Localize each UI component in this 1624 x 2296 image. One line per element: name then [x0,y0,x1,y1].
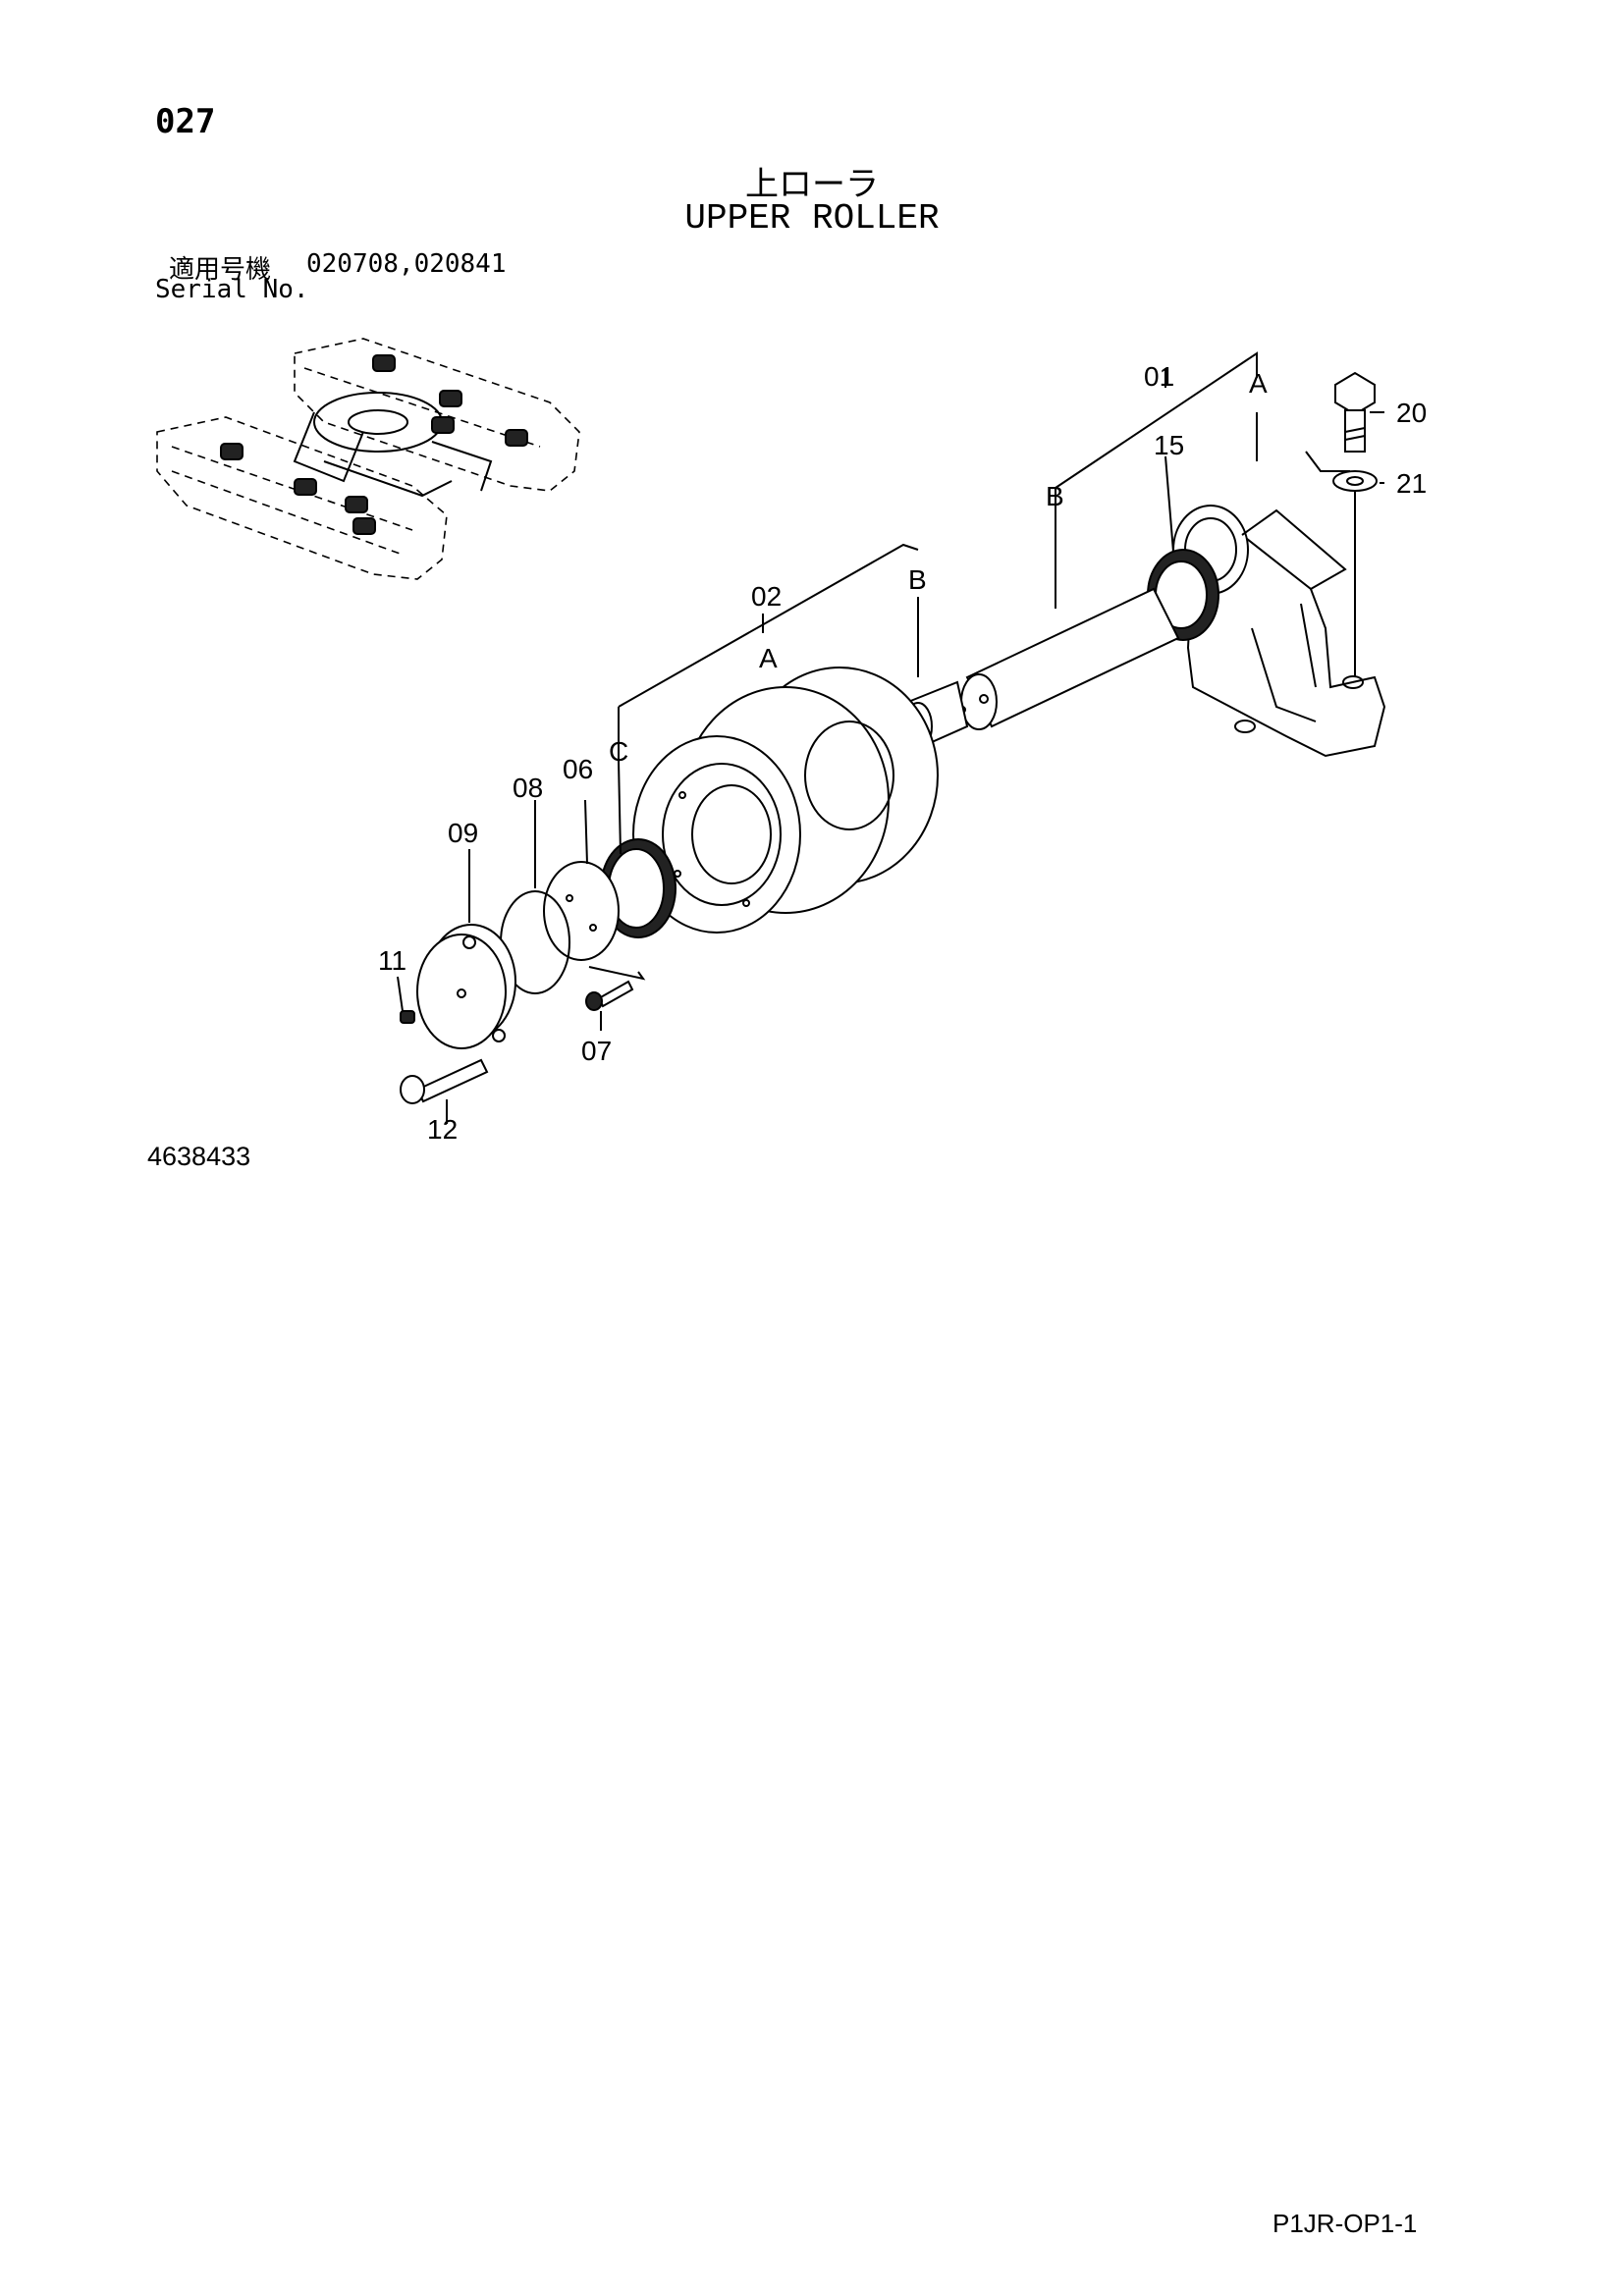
callout-11: 11 [378,945,406,976]
screw-part-07 [585,980,634,1011]
plate-part-06 [543,861,620,961]
callout-b-shaft: B [1046,481,1064,511]
retainer-part-c [600,838,677,938]
callout-12: 12 [427,1114,458,1145]
roller-highlight-icons [220,354,528,535]
callout-07: 07 [581,1036,612,1066]
plug-part-11 [400,1010,415,1024]
callout-06: 06 [563,754,593,784]
callout-02: 02 [751,581,782,612]
track-frame-thumbnail [156,338,580,580]
callout-01: 01 [1144,361,1174,392]
bolt-part-20 [1334,371,1376,453]
title-japanese: 上ローラ [745,165,879,204]
callout-15: 15 [1154,430,1184,460]
callout-a-roller: A [759,643,778,673]
track-frame-outline [156,338,580,580]
leader-lines [397,351,1384,1124]
callout-20: 20 [1396,398,1427,428]
callout-b-roller: B [908,564,927,595]
title-english: UPPER ROLLER [684,198,940,239]
document-number: 4638433 [147,1142,251,1171]
callout-08: 08 [513,773,543,803]
serial-label-english: Serial No. [155,275,309,304]
washer-part-21 [1332,470,1378,492]
roller-part-02 [632,667,939,934]
callout-a-housing: A [1249,368,1268,399]
shaft-part [903,587,1180,751]
cover-part-09 [416,924,516,1049]
serial-values: 020708,020841 [306,249,507,279]
serial-label-japanese: 適用号機 [169,255,272,285]
callout-09: 09 [448,818,478,848]
page-code: P1JR-OP1-1 [1272,2209,1418,2238]
page-number: 027 [155,102,216,141]
callout-c: C [609,736,628,767]
callout-21: 21 [1396,468,1427,499]
bolt-part-12 [400,1058,489,1104]
